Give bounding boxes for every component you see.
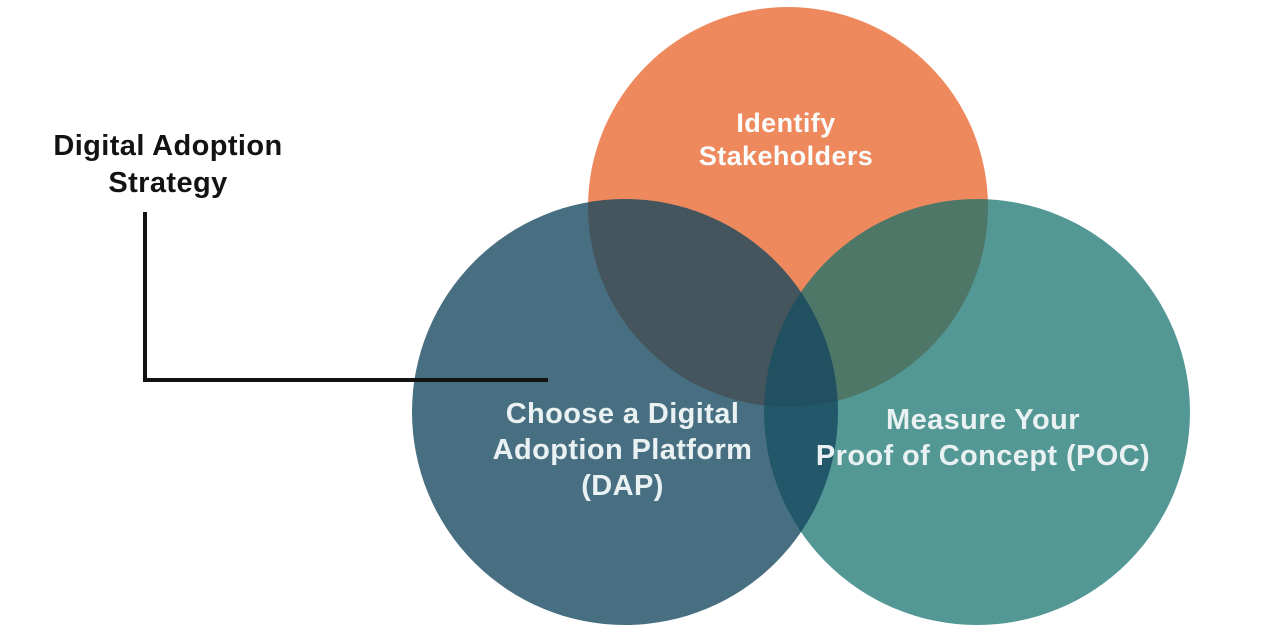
circle-label-choose-dap: Choose a Digital Adoption Platform (DAP) xyxy=(492,398,753,502)
connector-line-vertical xyxy=(143,212,147,382)
circle-choose-dap xyxy=(412,199,838,625)
diagram-title: Digital Adoption Strategy xyxy=(53,130,283,199)
circle-label-measure-poc: Measure Your Proof of Concept (POC) xyxy=(815,404,1151,472)
connector-line-horizontal xyxy=(143,378,548,382)
circle-label-identify-stakeholders: Identify Stakeholders xyxy=(698,108,874,171)
